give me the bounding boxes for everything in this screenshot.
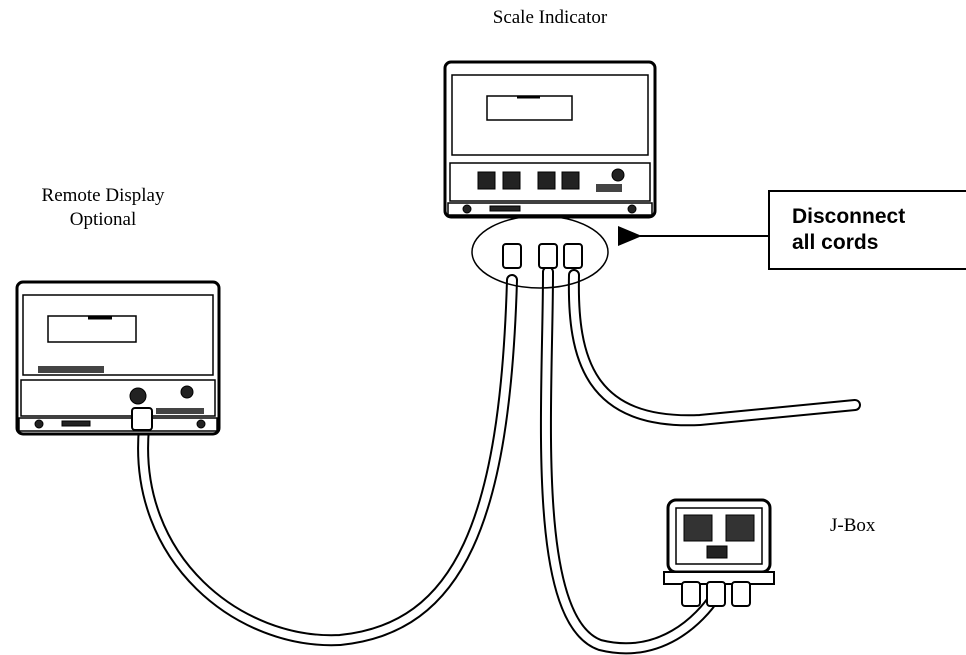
j-box-label: J-Box [830,515,876,536]
connector-highlight-ellipse [471,215,609,289]
remote-display-icon [15,280,221,436]
cable-indicator-power [567,269,861,427]
indicator-connectors [502,243,583,269]
callout-box: Disconnect all cords [768,190,966,270]
cable-remote-to-indicator [137,274,518,647]
j-box-icon [663,498,775,607]
cable-indicator-to-jbox [539,266,722,655]
scale-indicator-label: Scale Indicator [492,7,608,28]
callout-text: Disconnect all cords [792,205,906,254]
remote-display-label: Remote Display Optional [41,185,165,230]
scale-indicator-icon [443,60,657,219]
